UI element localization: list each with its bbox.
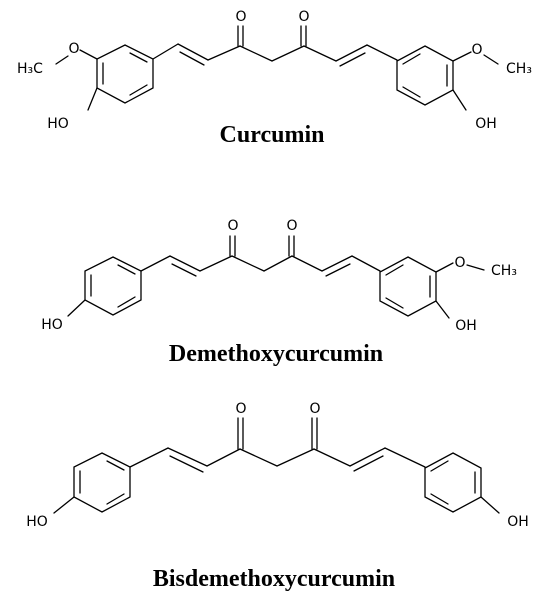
curcumin-methyl-left: H₃C xyxy=(17,61,43,77)
curcumin-structure: O O O H₃C HO O CH₃ OH xyxy=(17,9,532,132)
bisdemethoxycurcumin-hydroxyl-right: OH xyxy=(507,514,529,530)
demethoxycurcumin-label: Demethoxycurcumin xyxy=(169,341,383,367)
curcumin-methoxy-oxygen-left: O xyxy=(68,41,79,57)
demethoxycurcumin-structure: O O HO O CH₃ OH xyxy=(41,218,517,334)
curcumin-left-ring xyxy=(96,44,154,104)
demethoxycurcumin-methoxy-oxygen: O xyxy=(454,255,465,271)
curcumin-keto-oxygen-left: O xyxy=(235,9,246,25)
curcumin-hydroxyl-right: OH xyxy=(475,116,497,132)
curcumin-right-ring xyxy=(396,45,454,106)
curcumin-methoxy-oxygen-right: O xyxy=(471,42,482,58)
demethoxycurcumin-keto-oxygen-right: O xyxy=(286,218,297,234)
demethoxycurcumin-keto-oxygen-left: O xyxy=(227,218,238,234)
bisdemethoxycurcumin-label: Bisdemethoxycurcumin xyxy=(153,566,395,592)
bisdemethoxycurcumin-right-ring xyxy=(424,452,482,513)
curcumin-keto-oxygen-right: O xyxy=(298,9,309,25)
curcumin-methyl-right: CH₃ xyxy=(506,61,532,77)
demethoxycurcumin-right-ring xyxy=(379,256,437,317)
curcumin-hydroxyl-left: HO xyxy=(47,116,69,132)
curcumin-label: Curcumin xyxy=(220,122,325,148)
demethoxycurcumin-left-ring xyxy=(84,256,142,316)
bisdemethoxycurcumin-structure: O O HO OH xyxy=(26,401,529,530)
demethoxycurcumin-hydroxyl-right: OH xyxy=(455,318,477,334)
bisdemethoxycurcumin-keto-oxygen-right: O xyxy=(309,401,320,417)
bisdemethoxycurcumin-hydroxyl-left: HO xyxy=(26,514,48,530)
bisdemethoxycurcumin-keto-oxygen-left: O xyxy=(235,401,246,417)
bisdemethoxycurcumin-left-ring xyxy=(73,452,131,513)
demethoxycurcumin-methyl: CH₃ xyxy=(491,263,517,279)
demethoxycurcumin-hydroxyl-left: HO xyxy=(41,317,63,333)
